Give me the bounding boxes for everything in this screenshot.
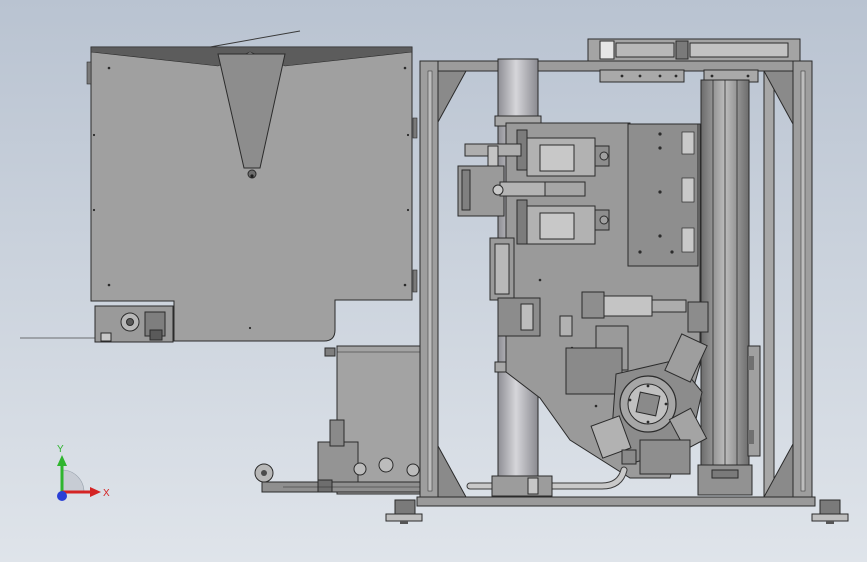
leveling-feet xyxy=(385,499,849,524)
collection-bin xyxy=(317,345,430,495)
pivot-linkage xyxy=(457,165,586,217)
upper-gripper-motor xyxy=(464,129,610,177)
drive-bracket xyxy=(94,305,174,343)
x-axis-label: X xyxy=(103,488,110,499)
outlet-tube xyxy=(466,449,637,497)
y-axis-label: Y xyxy=(57,444,64,455)
clamp-cylinder xyxy=(559,291,709,337)
linear-axis-rail xyxy=(697,79,753,496)
discharge-conveyor xyxy=(254,463,431,493)
coordinate-triad: Y X xyxy=(57,444,110,501)
side-actuator xyxy=(489,237,541,337)
x-axis-arrowhead xyxy=(90,487,101,497)
top-cylinder-assembly xyxy=(587,38,801,83)
right-fittings xyxy=(747,345,761,457)
z-axis-marker xyxy=(57,491,67,501)
lower-gripper-motor xyxy=(516,199,610,245)
main-frame xyxy=(416,60,816,507)
y-axis-arrowhead xyxy=(57,455,67,466)
rotary-gripper-unit xyxy=(565,325,708,475)
hopper-panel xyxy=(20,30,418,342)
